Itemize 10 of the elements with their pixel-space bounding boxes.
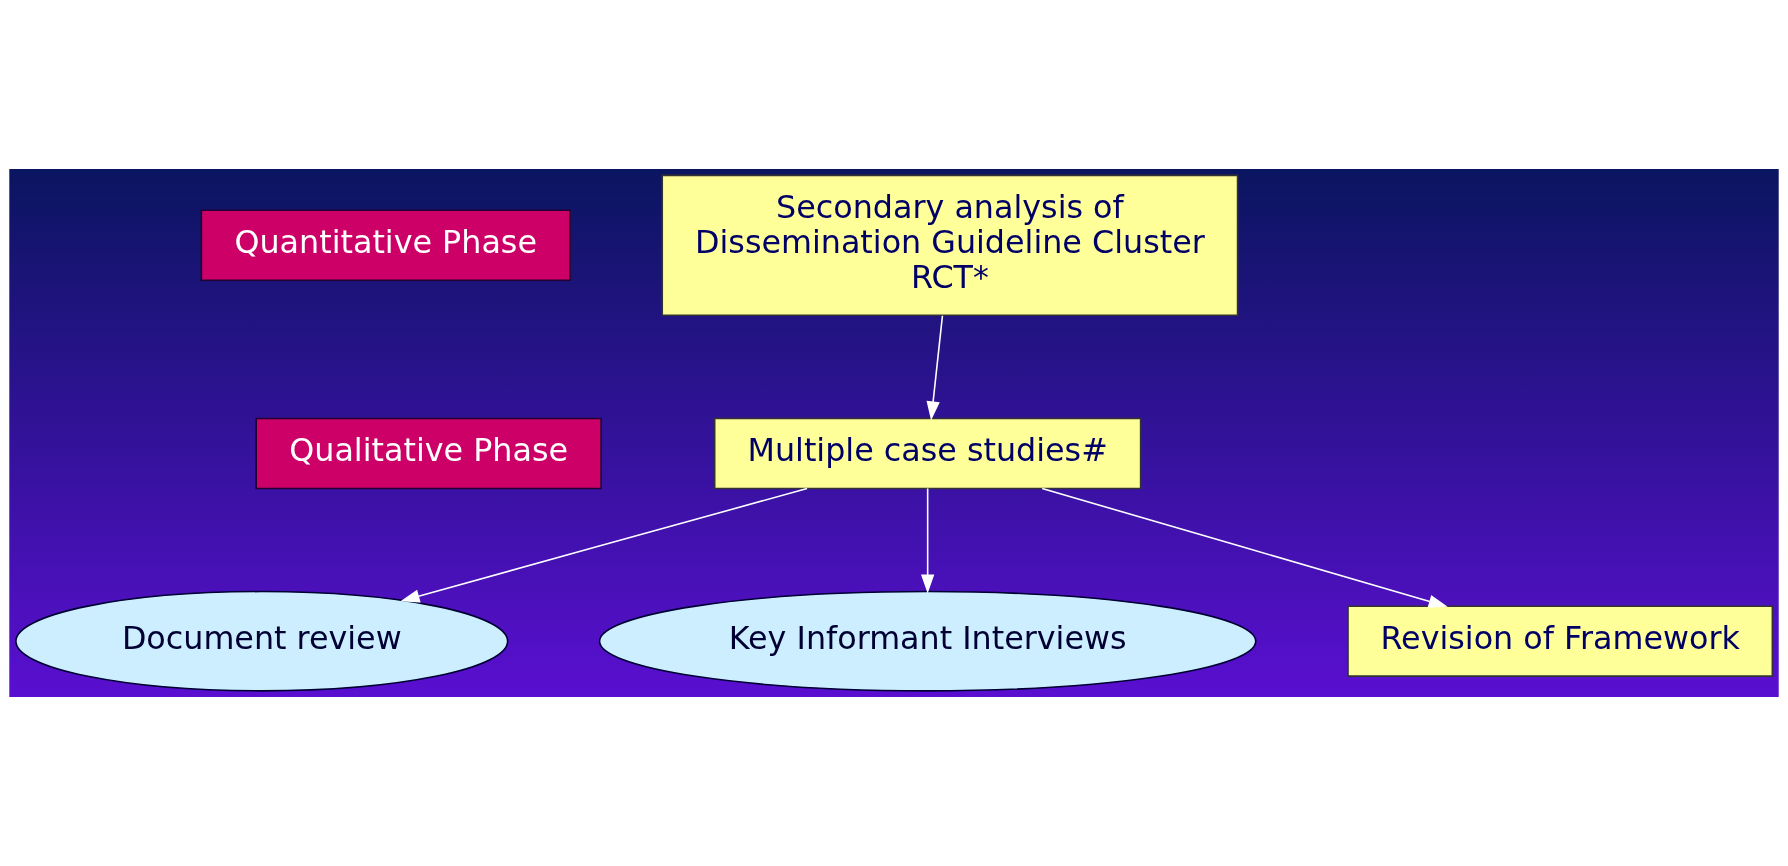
node-box: Secondary analysis of Dissemination Guideline Cluster RCT* [661, 174, 1239, 316]
node-box: Quantitative Phase [200, 209, 571, 282]
arrow [926, 314, 944, 421]
node-box: Multiple case studies# [713, 417, 1142, 490]
arrow [920, 487, 935, 594]
arrow [1041, 487, 1448, 608]
node-box: Revision of Framework [1347, 605, 1774, 677]
node-ellipse: Key Informant Interviews [598, 590, 1257, 692]
node-box: Qualitative Phase [255, 417, 602, 490]
arrow [400, 487, 808, 603]
